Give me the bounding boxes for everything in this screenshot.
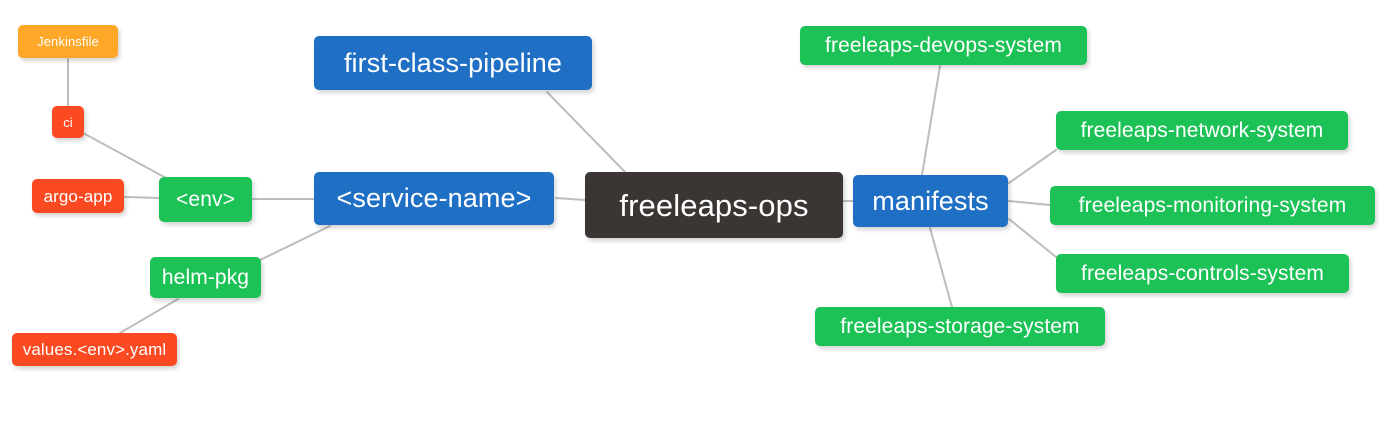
node-ci[interactable]: ci xyxy=(52,106,84,138)
node-jenkinsfile[interactable]: Jenkinsfile xyxy=(18,25,118,58)
edge-manifests-to-freeleaps-storage-system xyxy=(929,227,953,308)
node-label: freeleaps-monitoring-system xyxy=(1078,194,1347,217)
node-label: freeleaps-network-system xyxy=(1080,119,1324,142)
node-label: freeleaps-devops-system xyxy=(825,34,1062,57)
node-label: <service-name> xyxy=(336,183,532,213)
node-label: values.<env>.yaml xyxy=(22,340,167,359)
edge-manifests-to-freeleaps-devops-system xyxy=(921,65,941,176)
edge-first-class-pipeline-to-root xyxy=(546,91,626,173)
node-label: argo-app xyxy=(43,186,113,206)
edge-ci-to-env xyxy=(84,133,167,179)
node-freeleaps-monitoring-system[interactable]: freeleaps-monitoring-system xyxy=(1050,186,1375,225)
node-label: <env> xyxy=(176,188,235,211)
node-service-name[interactable]: <service-name> xyxy=(314,172,554,225)
node-label: first-class-pipeline xyxy=(343,47,563,78)
node-label: ci xyxy=(63,114,73,130)
node-values-yaml[interactable]: values.<env>.yaml xyxy=(12,333,177,366)
node-env[interactable]: <env> xyxy=(159,177,252,222)
node-manifests[interactable]: manifests xyxy=(853,175,1008,227)
node-root[interactable]: freeleaps-ops xyxy=(585,172,843,238)
edge-manifests-to-freeleaps-controls-system xyxy=(1008,218,1057,258)
node-label: helm-pkg xyxy=(161,266,250,289)
node-first-class-pipeline[interactable]: first-class-pipeline xyxy=(314,36,592,90)
edge-service-name-to-root xyxy=(555,197,586,201)
node-freeleaps-devops-system[interactable]: freeleaps-devops-system xyxy=(800,26,1087,65)
node-freeleaps-controls-system[interactable]: freeleaps-controls-system xyxy=(1056,254,1349,293)
edge-manifests-to-freeleaps-network-system xyxy=(1008,149,1057,184)
edge-values-yaml-to-helm-pkg xyxy=(119,298,179,334)
edge-manifests-to-freeleaps-monitoring-system xyxy=(1008,200,1051,206)
node-freeleaps-network-system[interactable]: freeleaps-network-system xyxy=(1056,111,1348,150)
node-label: Jenkinsfile xyxy=(37,34,99,49)
node-label: freeleaps-controls-system xyxy=(1081,262,1324,285)
node-label: manifests xyxy=(872,185,989,216)
edge-helm-pkg-to-service-name xyxy=(255,225,331,263)
edge-argo-app-to-env xyxy=(124,196,160,199)
node-label: freeleaps-ops xyxy=(619,187,809,223)
node-helm-pkg[interactable]: helm-pkg xyxy=(150,257,261,298)
node-freeleaps-storage-system[interactable]: freeleaps-storage-system xyxy=(815,307,1105,346)
node-label: freeleaps-storage-system xyxy=(840,315,1080,338)
node-argo-app[interactable]: argo-app xyxy=(32,179,124,213)
